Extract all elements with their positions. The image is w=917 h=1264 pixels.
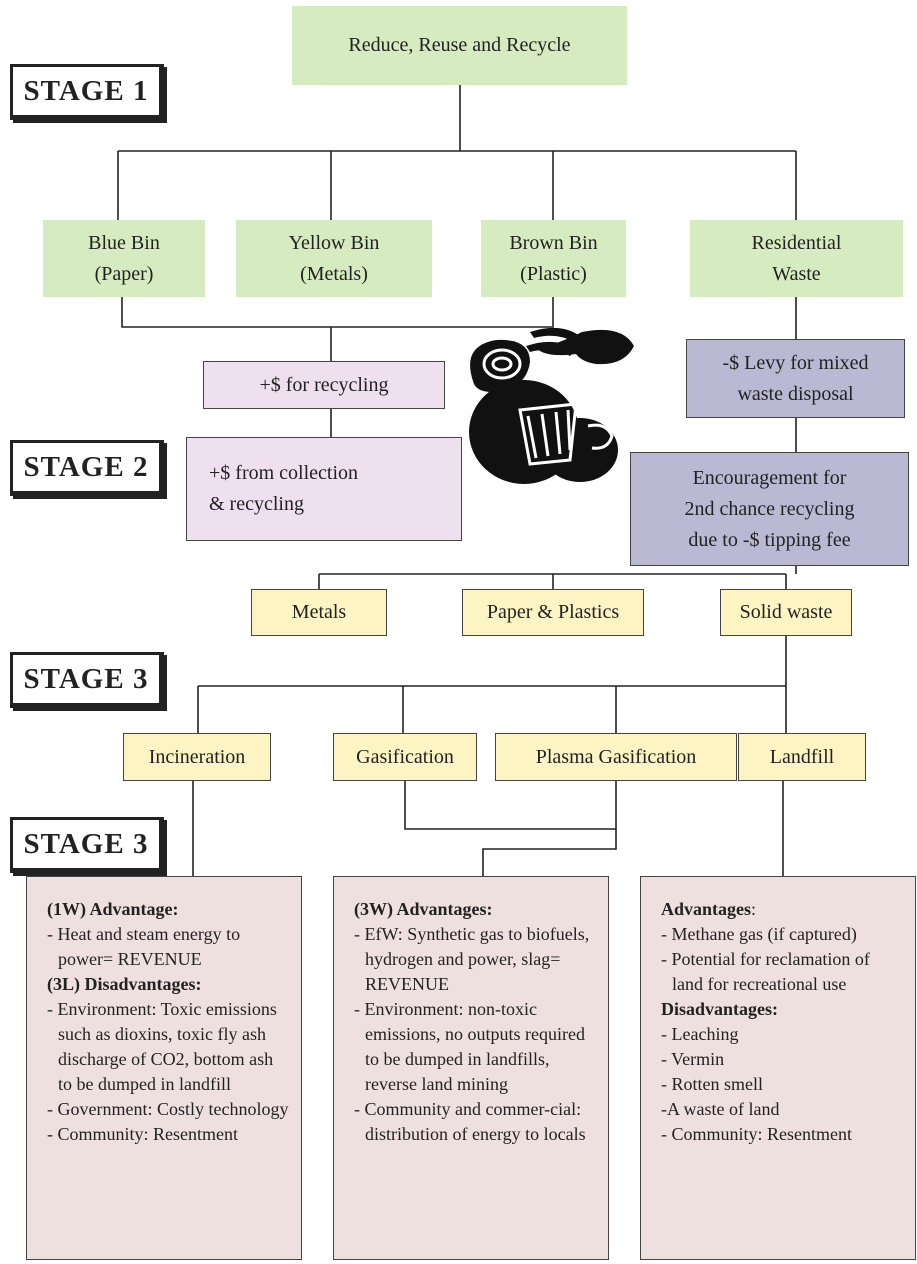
list-item: -A waste of land — [661, 1099, 780, 1119]
list-item: - Community: Resentment — [661, 1124, 852, 1144]
list-item: - Community: Resentment — [47, 1124, 238, 1144]
list-item: - Leaching — [661, 1024, 739, 1044]
stage-label: STAGE 2 — [10, 440, 164, 496]
incineration-node: Incineration — [123, 733, 271, 781]
list-item: - Environment: Toxic emissions such as d… — [47, 999, 277, 1094]
yellow-bin-node: Yellow Bin(Metals) — [236, 220, 432, 297]
disadvantages-heading: (3L) Disadvantages: — [47, 974, 202, 994]
list-item: - Potential for reclamation of land for … — [661, 949, 870, 994]
blue-bin-node: Blue Bin(Paper) — [43, 220, 205, 297]
root-node: Reduce, Reuse and Recycle — [292, 6, 627, 85]
brown-bin-node: Brown Bin(Plastic) — [481, 220, 626, 297]
list-item: - Rotten smell — [661, 1074, 763, 1094]
list-item: - Environment: non-toxic emissions, no o… — [354, 999, 585, 1094]
stage-label: STAGE 3 — [10, 652, 164, 708]
recycle-bin-clipart-icon — [469, 327, 634, 484]
list-item: - EfW: Synthetic gas to biofuels, hydrog… — [354, 924, 590, 994]
paper-plastics-node: Paper & Plastics — [462, 589, 644, 636]
stage-label: STAGE 3 — [10, 817, 164, 873]
connector-line — [404, 781, 617, 830]
advantages-heading: Advantages: — [661, 899, 757, 919]
list-item: - Government: Costly technology — [47, 1099, 289, 1119]
recycling-credit-node: +$ for recycling — [203, 361, 445, 409]
list-item: - Heat and steam energy to power= REVENU… — [47, 924, 241, 969]
advantages-heading: (3W) Advantages: — [354, 899, 493, 919]
list-item: - Methane gas (if captured) — [661, 924, 857, 944]
stage-label: STAGE 1 — [10, 64, 164, 120]
collection-credit-node: +$ from collection& recycling — [186, 437, 462, 541]
connector-line — [482, 829, 617, 876]
landfill-node: Landfill — [738, 733, 866, 781]
disadvantages-heading: Disadvantages: — [661, 999, 779, 1019]
landfill-panel: Advantages: - Methane gas (if captured) … — [640, 876, 916, 1260]
incineration-panel: (1W) Advantage: - Heat and steam energy … — [26, 876, 302, 1260]
metals-node: Metals — [251, 589, 387, 636]
advantages-heading: (1W) Advantage: — [47, 899, 179, 919]
solid-waste-node: Solid waste — [720, 589, 852, 636]
list-item: - Vermin — [661, 1049, 725, 1069]
gasification-panel: (3W) Advantages: - EfW: Synthetic gas to… — [333, 876, 609, 1260]
gasification-node: Gasification — [333, 733, 477, 781]
list-item: - Community and commer-cial: distributio… — [354, 1099, 586, 1144]
connector-line — [121, 297, 554, 328]
plasma-gasification-node: Plasma Gasification — [495, 733, 737, 781]
